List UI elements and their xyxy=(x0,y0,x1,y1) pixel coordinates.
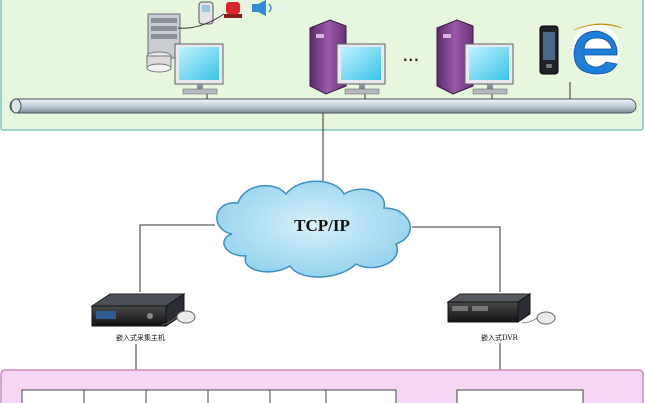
network-bus xyxy=(9,98,637,114)
mouse-icon xyxy=(161,310,196,326)
server-icon xyxy=(146,13,181,73)
cloud-to-collector-link xyxy=(139,224,215,292)
network-cloud-label: TCP/IP xyxy=(294,216,350,235)
dvr-label: 嵌入式DVR xyxy=(481,334,518,342)
network-cloud xyxy=(216,180,411,278)
alarm-light-icon xyxy=(224,2,242,18)
browser-icon xyxy=(572,23,623,76)
dvr-mouse-icon xyxy=(521,311,556,325)
speaker-icon xyxy=(252,0,272,16)
workstation-tower-3 xyxy=(436,19,474,95)
collector-host-icon xyxy=(90,293,186,327)
phone-icon xyxy=(198,1,214,25)
mobile-device-icon xyxy=(539,25,559,75)
workstation-monitor-1 xyxy=(174,43,224,95)
collector-host-label: 嵌入式采集主机 xyxy=(116,334,165,342)
workstation-monitor-2 xyxy=(336,43,386,95)
dvr-device-icon xyxy=(446,293,532,323)
more-clients-ellipsis: ... xyxy=(403,50,420,64)
workstation-monitor-3 xyxy=(464,43,514,95)
bus-drop-lines xyxy=(206,82,571,99)
cloud-to-dvr-link xyxy=(412,226,501,292)
front-end-device-boxes xyxy=(21,389,584,403)
server-link-curve xyxy=(177,13,225,29)
